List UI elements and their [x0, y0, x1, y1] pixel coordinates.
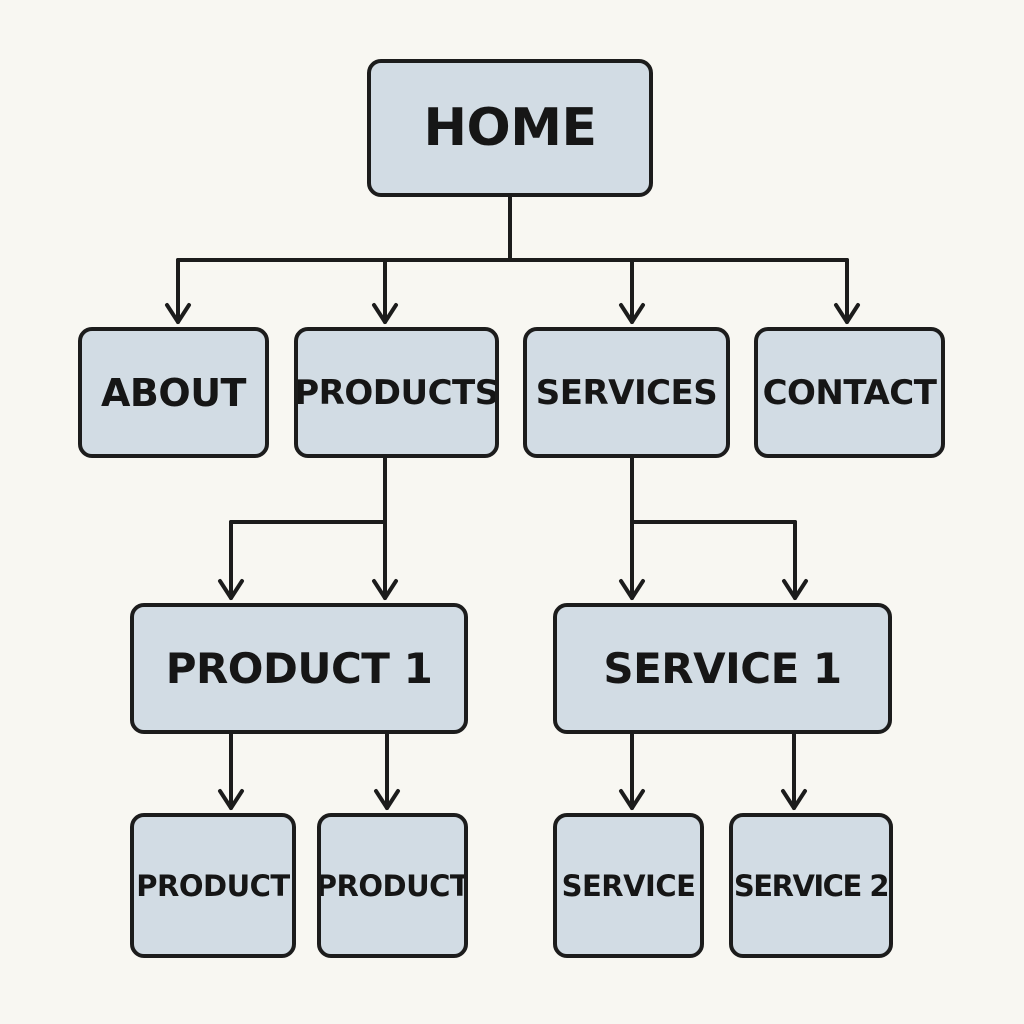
arrowhead-product1-left: [218, 579, 244, 600]
arrowhead-service-a: [619, 789, 645, 810]
arrowhead-contact: [834, 303, 860, 324]
arrowhead-service1-left: [619, 579, 645, 600]
node-product-b: PRODUCT: [317, 813, 468, 958]
node-home: HOME: [367, 59, 653, 197]
arrowhead-product-a: [218, 789, 244, 810]
node-service-1: SERVICE 1: [553, 603, 892, 734]
arrowhead-products: [372, 303, 398, 324]
arrowhead-service1-right: [782, 579, 808, 600]
node-service-b: SERVICE 2: [729, 813, 893, 958]
arrowhead-about: [165, 303, 191, 324]
node-product-1: PRODUCT 1: [130, 603, 468, 734]
node-services: SERVICES: [523, 327, 730, 458]
arrowhead-service-b: [781, 789, 807, 810]
node-contact: CONTACT: [754, 327, 945, 458]
arrowhead-product1-right: [372, 579, 398, 600]
arrowhead-services: [619, 303, 645, 324]
node-about: ABOUT: [78, 327, 269, 458]
node-product-a: PRODUCT: [130, 813, 296, 958]
node-service-a: SERVICE: [553, 813, 704, 958]
arrowhead-product-b: [374, 789, 400, 810]
node-products: PRODUCTS: [294, 327, 499, 458]
